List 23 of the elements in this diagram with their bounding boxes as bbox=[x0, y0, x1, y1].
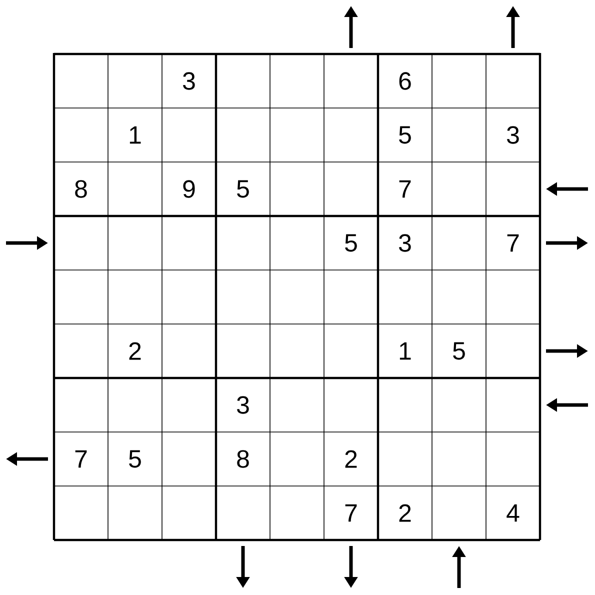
digit: 7 bbox=[507, 234, 519, 252]
digit: 5 bbox=[399, 126, 411, 144]
digit: 7 bbox=[75, 450, 87, 468]
digit: 6 bbox=[399, 72, 411, 90]
digit: 5 bbox=[345, 234, 357, 252]
digit: 5 bbox=[453, 342, 465, 360]
digit: 3 bbox=[183, 72, 195, 90]
digit: 7 bbox=[345, 504, 357, 522]
digit: 2 bbox=[399, 504, 411, 522]
digit: 2 bbox=[129, 342, 141, 360]
digit: 5 bbox=[237, 180, 249, 198]
digit: 1 bbox=[400, 342, 411, 360]
digit: 7 bbox=[399, 180, 411, 198]
digit: 3 bbox=[237, 396, 249, 414]
digit: 2 bbox=[345, 450, 357, 468]
digit: 9 bbox=[183, 180, 195, 198]
digit: 3 bbox=[399, 234, 411, 252]
digit: 4 bbox=[506, 504, 520, 522]
digit: 8 bbox=[75, 180, 87, 198]
digit: 1 bbox=[130, 126, 141, 144]
digit: 3 bbox=[507, 126, 519, 144]
digit: 8 bbox=[237, 450, 249, 468]
digit: 5 bbox=[129, 450, 141, 468]
